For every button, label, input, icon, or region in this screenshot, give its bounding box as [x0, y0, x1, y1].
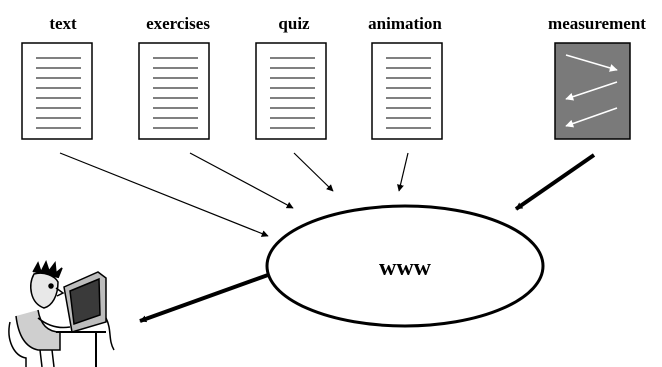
www-label: www — [379, 255, 432, 281]
document-icon-animation — [371, 42, 443, 140]
measurement-data-icon — [554, 42, 631, 140]
arrow-measurement-to-www — [514, 153, 596, 211]
label-exercises: exercises — [146, 14, 210, 33]
arrow-www-to-user — [139, 273, 269, 323]
label-text: text — [49, 14, 77, 33]
arrow-animation-to-www — [397, 152, 409, 192]
label-quiz: quiz — [278, 14, 310, 33]
document-icon-quiz — [255, 42, 327, 140]
document-icon-exercises — [138, 42, 210, 140]
label-animation: animation — [368, 14, 442, 33]
www-node — [265, 204, 545, 328]
label-measurement: measurement — [548, 14, 646, 33]
user-at-computer-icon — [8, 260, 115, 367]
arrow-exercises-to-www — [189, 152, 294, 209]
document-icon-text — [21, 42, 93, 140]
arrow-quiz-to-www — [293, 152, 334, 192]
arrow-text-to-www — [59, 152, 269, 237]
